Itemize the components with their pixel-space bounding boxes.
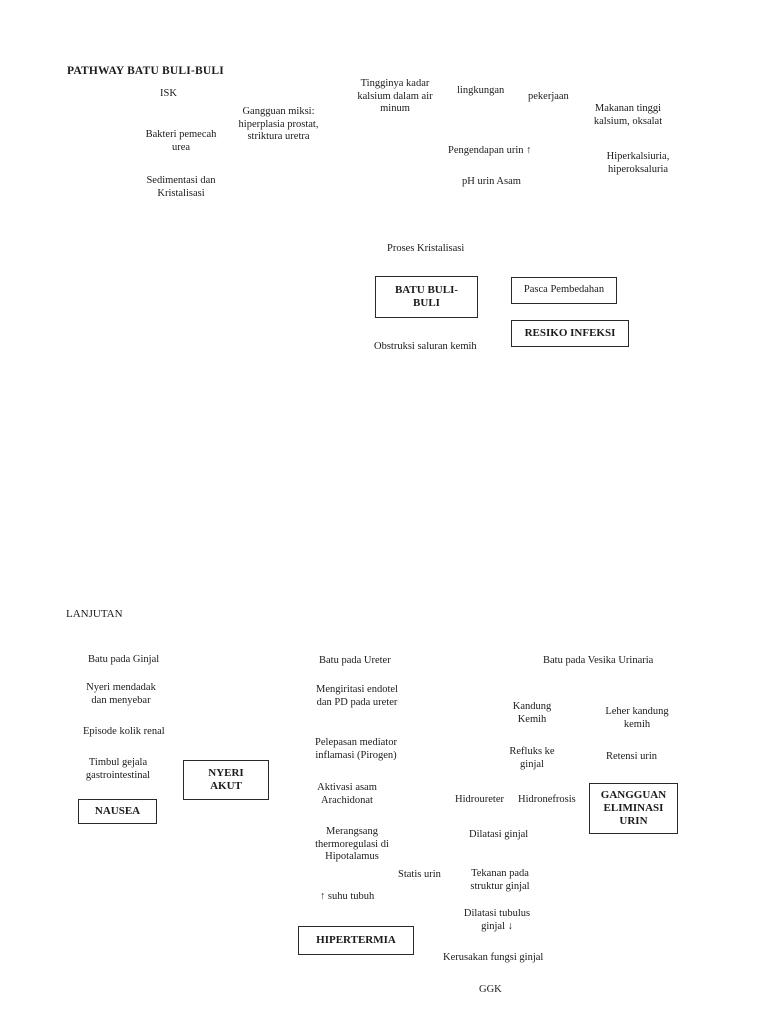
node-pekerjaan: pekerjaan <box>528 91 569 102</box>
node-nyeri-mendadak: Nyeri mendadak dan menyebar <box>86 682 156 706</box>
node-dilatasi-ginjal: Dilatasi ginjal <box>469 829 529 840</box>
node-tingginya-kadar-kalsium: Tingginya kadar kalsium dalam air minum <box>357 78 433 115</box>
node-suhu-tubuh-naik: ↑ suhu tubuh <box>320 891 375 902</box>
node-obstruksi-saluran-kemih: Obstruksi saluran kemih <box>374 341 477 352</box>
box-batu-buli-buli: BATU BULI- BULI <box>375 276 478 318</box>
node-statis-urin: Statis urin <box>398 869 441 880</box>
node-dilatasi-tubulus-ginjal: Dilatasi tubulus ginjal ↓ <box>463 908 531 932</box>
box-pasca-pembedahan: Pasca Pembedahan <box>511 277 617 304</box>
box-gangguan-eliminasi-urin: GANGGUAN ELIMINASI URIN <box>589 783 678 834</box>
box-nyeri-akut: NYERI AKUT <box>183 760 269 800</box>
node-merangsang-thermoregulasi: Merangsang thermoregulasi di Hipotalamus <box>315 826 389 863</box>
node-episode-kolik-renal: Episode kolik renal <box>83 726 165 737</box>
node-hidroureter: Hidroureter <box>455 794 504 805</box>
node-kandung-kemih: Kandung Kemih <box>512 701 552 725</box>
node-timbul-gejala-gastrointestinal: Timbul gejala gastrointestinal <box>85 757 151 781</box>
node-tekanan-struktur-ginjal: Tekanan pada struktur ginjal <box>470 868 530 892</box>
node-lingkungan: lingkungan <box>457 85 505 96</box>
node-hiperkalsiuria: Hiperkalsiuria, hiperoksaluria <box>606 151 670 175</box>
node-gangguan-miksi: Gangguan miksi: hiperplasia prostat, str… <box>238 106 319 143</box>
node-isk: ISK <box>160 88 177 99</box>
node-batu-pada-ureter: Batu pada Ureter <box>319 655 391 666</box>
node-kerusakan-fungsi-ginjal: Kerusakan fungsi ginjal <box>443 952 544 963</box>
node-bakteri-pemecah-urea: Bakteri pemecah urea <box>145 129 217 153</box>
page-title: PATHWAY BATU BULI-BULI <box>67 65 224 77</box>
node-ggk: GGK <box>479 984 502 995</box>
section-title-lanjutan: LANJUTAN <box>66 608 123 620</box>
node-mengiritasi-endotel: Mengiritasi endotel dan PD pada ureter <box>316 684 398 708</box>
node-pengendapan-urin: Pengendapan urin ↑ <box>448 145 532 156</box>
node-ph-urin-asam: pH urin Asam <box>462 176 521 187</box>
node-sedimentasi-kristalisasi: Sedimentasi dan Kristalisasi <box>146 175 216 199</box>
box-hipertermia: HIPERTERMIA <box>298 926 414 955</box>
node-hidronefrosis: Hidronefrosis <box>518 794 576 805</box>
node-aktivasi-asam-arachidonat: Aktivasi asam Arachidonat <box>317 782 377 806</box>
node-leher-kandung-kemih: Leher kandung kemih <box>605 706 669 730</box>
node-refluks-ke-ginjal: Refluks ke ginjal <box>509 746 555 770</box>
node-batu-pada-vesika-urinaria: Batu pada Vesika Urinaria <box>543 655 654 666</box>
node-proses-kristalisasi: Proses Kristalisasi <box>387 243 465 254</box>
node-pelepasan-mediator: Pelepasan mediator inflamasi (Pirogen) <box>315 737 397 761</box>
box-nausea: NAUSEA <box>78 799 157 824</box>
box-resiko-infeksi: RESIKO INFEKSI <box>511 320 629 347</box>
node-batu-pada-ginjal: Batu pada Ginjal <box>88 654 160 665</box>
node-makanan-tinggi-kalsium: Makanan tinggi kalsium, oksalat <box>593 103 663 127</box>
node-retensi-urin: Retensi urin <box>606 751 658 762</box>
